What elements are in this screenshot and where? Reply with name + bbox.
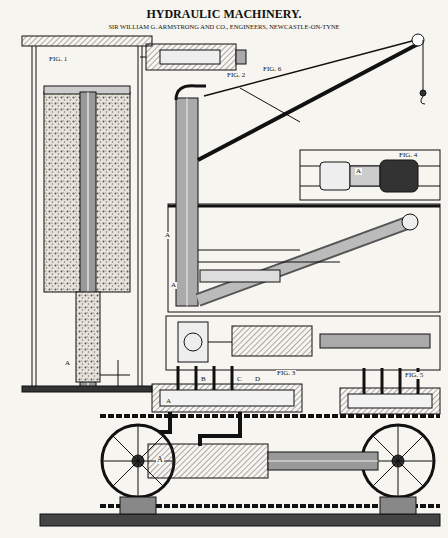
part-letter: A — [156, 456, 164, 464]
part-letter: A — [170, 282, 177, 289]
subtitle: SIR WILLIAM G. ARMSTRONG AND CO., ENGINE… — [107, 24, 340, 31]
part-letter: A — [355, 168, 362, 175]
part-letter: D — [254, 376, 261, 383]
figure-label: FIG. 3 — [276, 370, 296, 377]
figure-label: FIG. 6 — [262, 66, 282, 73]
part-letter: A — [165, 398, 172, 405]
part-letter: A — [64, 360, 71, 367]
figure-label: FIG. 2 — [226, 72, 246, 79]
figure-label: FIG. 4 — [398, 152, 418, 159]
figure-label: FIG. 1 — [48, 56, 68, 63]
title: HYDRAULIC MACHINERY. — [145, 8, 302, 20]
part-letter: C — [236, 376, 243, 383]
figure-label: FIG. 5 — [404, 372, 424, 379]
part-letter: B — [200, 376, 207, 383]
part-letter: A — [164, 232, 171, 239]
